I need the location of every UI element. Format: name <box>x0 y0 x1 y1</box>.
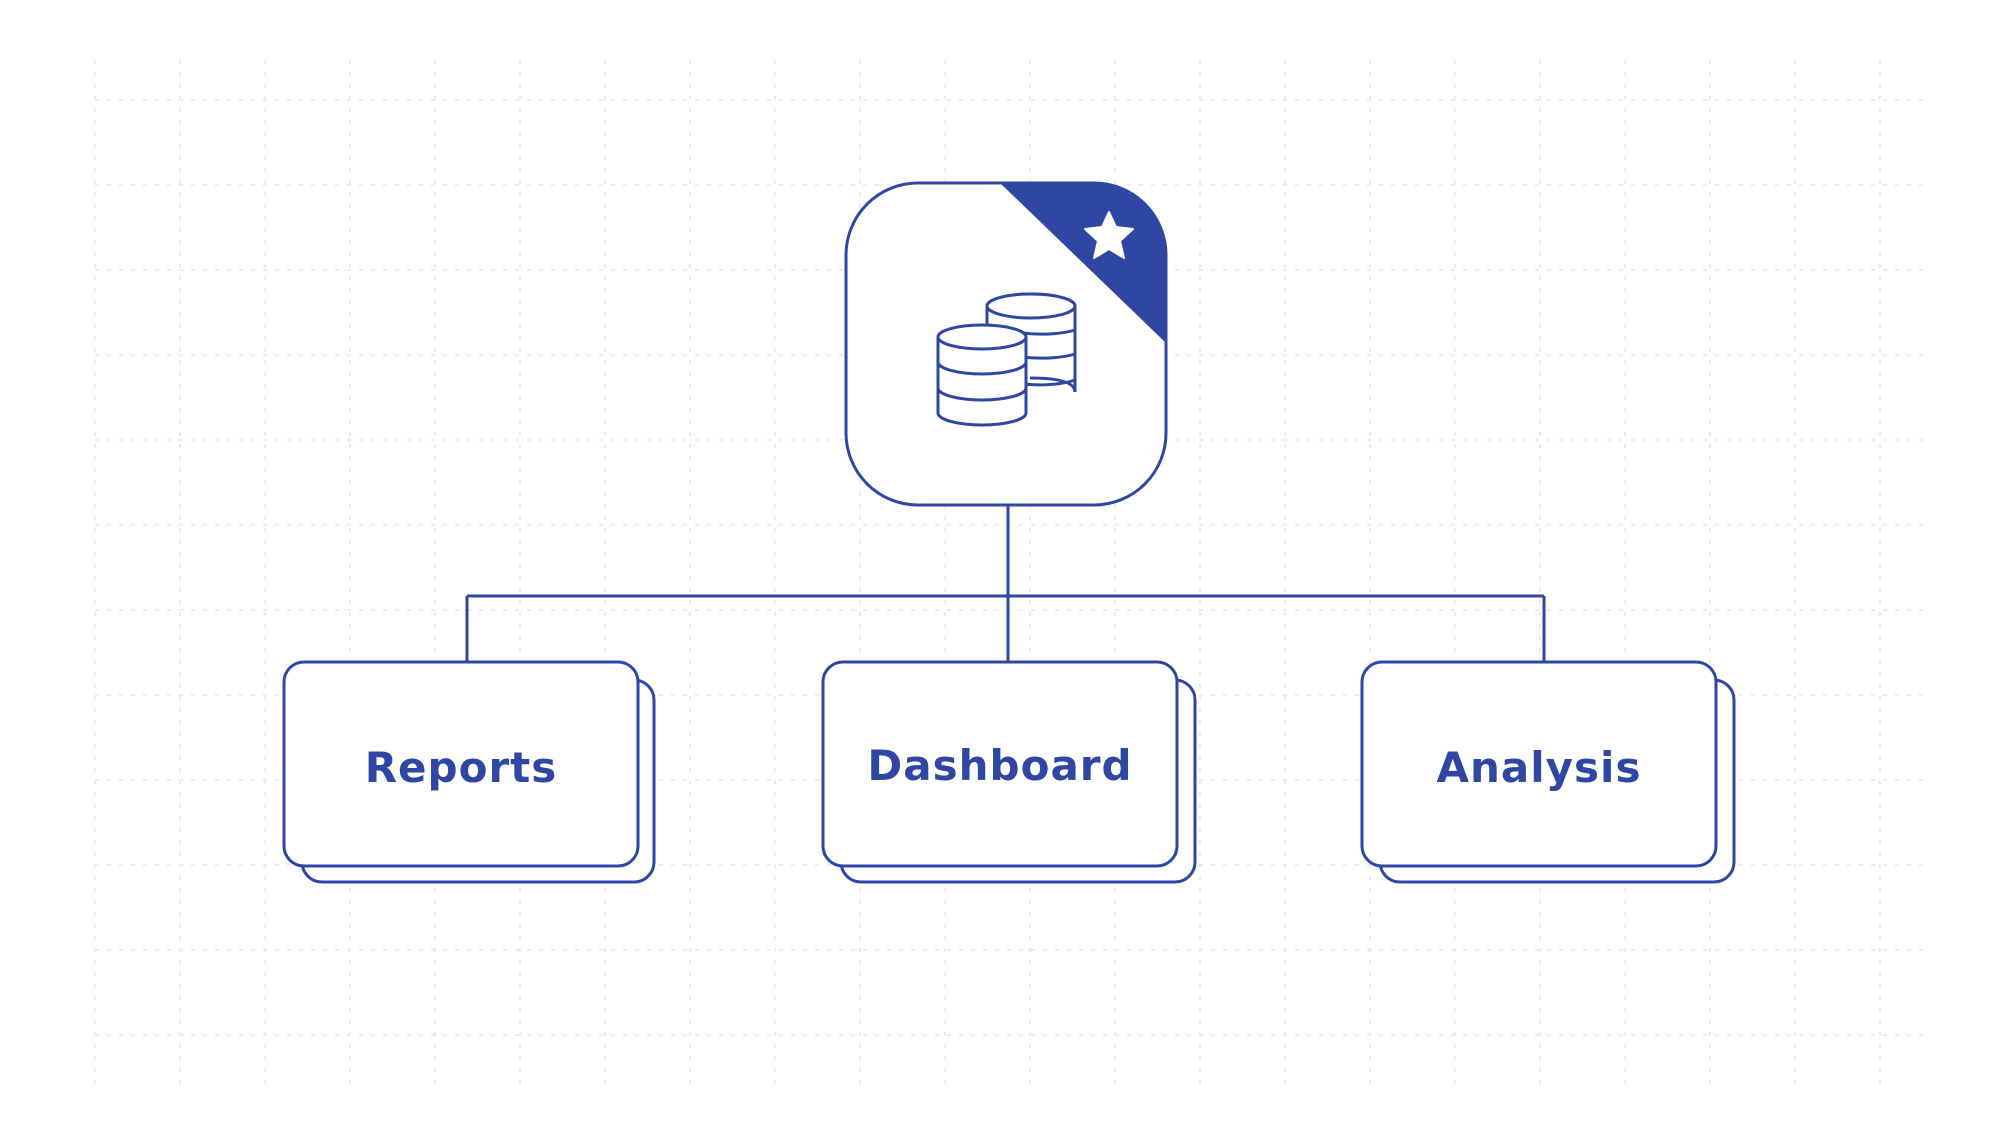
star-icon <box>1084 211 1134 259</box>
child-node-analysis[interactable]: Analysis <box>1360 660 1736 884</box>
node-label-dashboard: Dashboard <box>867 741 1132 790</box>
card-front <box>821 660 1179 868</box>
node-label-analysis: Analysis <box>1437 743 1642 792</box>
card-front <box>1360 660 1718 868</box>
card-front <box>282 660 640 868</box>
front-stack <box>936 323 1028 427</box>
child-node-reports[interactable]: Reports <box>282 660 656 884</box>
database-coins-icon <box>936 292 1077 427</box>
back-stack <box>985 292 1077 393</box>
root-node[interactable] <box>844 181 1168 507</box>
featured-badge <box>1000 183 1166 343</box>
node-label-reports: Reports <box>365 743 558 792</box>
child-node-dashboard[interactable]: Dashboard <box>821 660 1197 884</box>
tree-connectors <box>465 505 1546 662</box>
badge-corner-shape <box>1000 183 1166 343</box>
